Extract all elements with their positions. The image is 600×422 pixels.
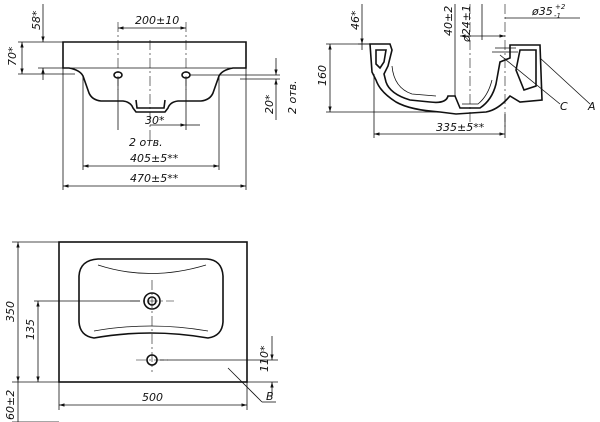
dim-thickness: 60±2 (4, 390, 17, 420)
dim-height-top: 58* (30, 10, 43, 30)
top-view-bowl (78, 258, 224, 339)
front-view-outline (62, 41, 247, 113)
top-view: 350 135 60±2 110* 500 B (4, 241, 278, 422)
dim-tap-offset: 110* (258, 345, 271, 372)
dim-height-total: 70* (6, 46, 19, 66)
callout-a: A (587, 100, 596, 113)
side-view-back (515, 49, 537, 91)
dim-side-depth: 335±5** (436, 121, 485, 134)
dim-top-width: 500 (142, 391, 163, 404)
top-view-bowl-front (93, 325, 209, 332)
side-view-section (369, 43, 543, 115)
dim-d24: ø24±1 (460, 5, 473, 43)
front-view: 200±10 58* 70* 20* 2 отв. 30* 2 отв. 405… (6, 4, 299, 190)
dim-hole-drop-note: 2 отв. (286, 80, 299, 114)
dim-width-inner: 405±5** (130, 152, 179, 165)
dim-holes-note: 2 отв. (129, 136, 163, 149)
dim-depth-46: 46* (349, 10, 362, 30)
top-view-bowl-curve (97, 264, 207, 274)
dim-d35: ø35 (531, 5, 553, 18)
side-view-rim-hole (375, 49, 387, 70)
dim-hole-pos: 135 (24, 319, 37, 340)
side-view: 46* 40±2 ø24±1 ø35 +2 -1 160 335±5** A C (316, 3, 596, 138)
dim-hole-drop: 20* (263, 94, 276, 114)
dim-angle: 30* (145, 114, 165, 127)
dim-d35-sub: -1 (554, 12, 561, 20)
front-view-drain (135, 99, 166, 109)
dim-width-outer: 470±5** (130, 172, 179, 185)
callout-b: B (266, 390, 274, 403)
dim-hole-spacing: 200±10 (135, 14, 179, 27)
dim-d40: 40±2 (442, 6, 455, 36)
top-view-outline (58, 241, 248, 383)
dim-d35-sup: +2 (555, 3, 566, 11)
callout-c: C (560, 100, 568, 113)
dim-top-depth: 350 (4, 301, 17, 322)
dim-side-height: 160 (316, 65, 329, 86)
